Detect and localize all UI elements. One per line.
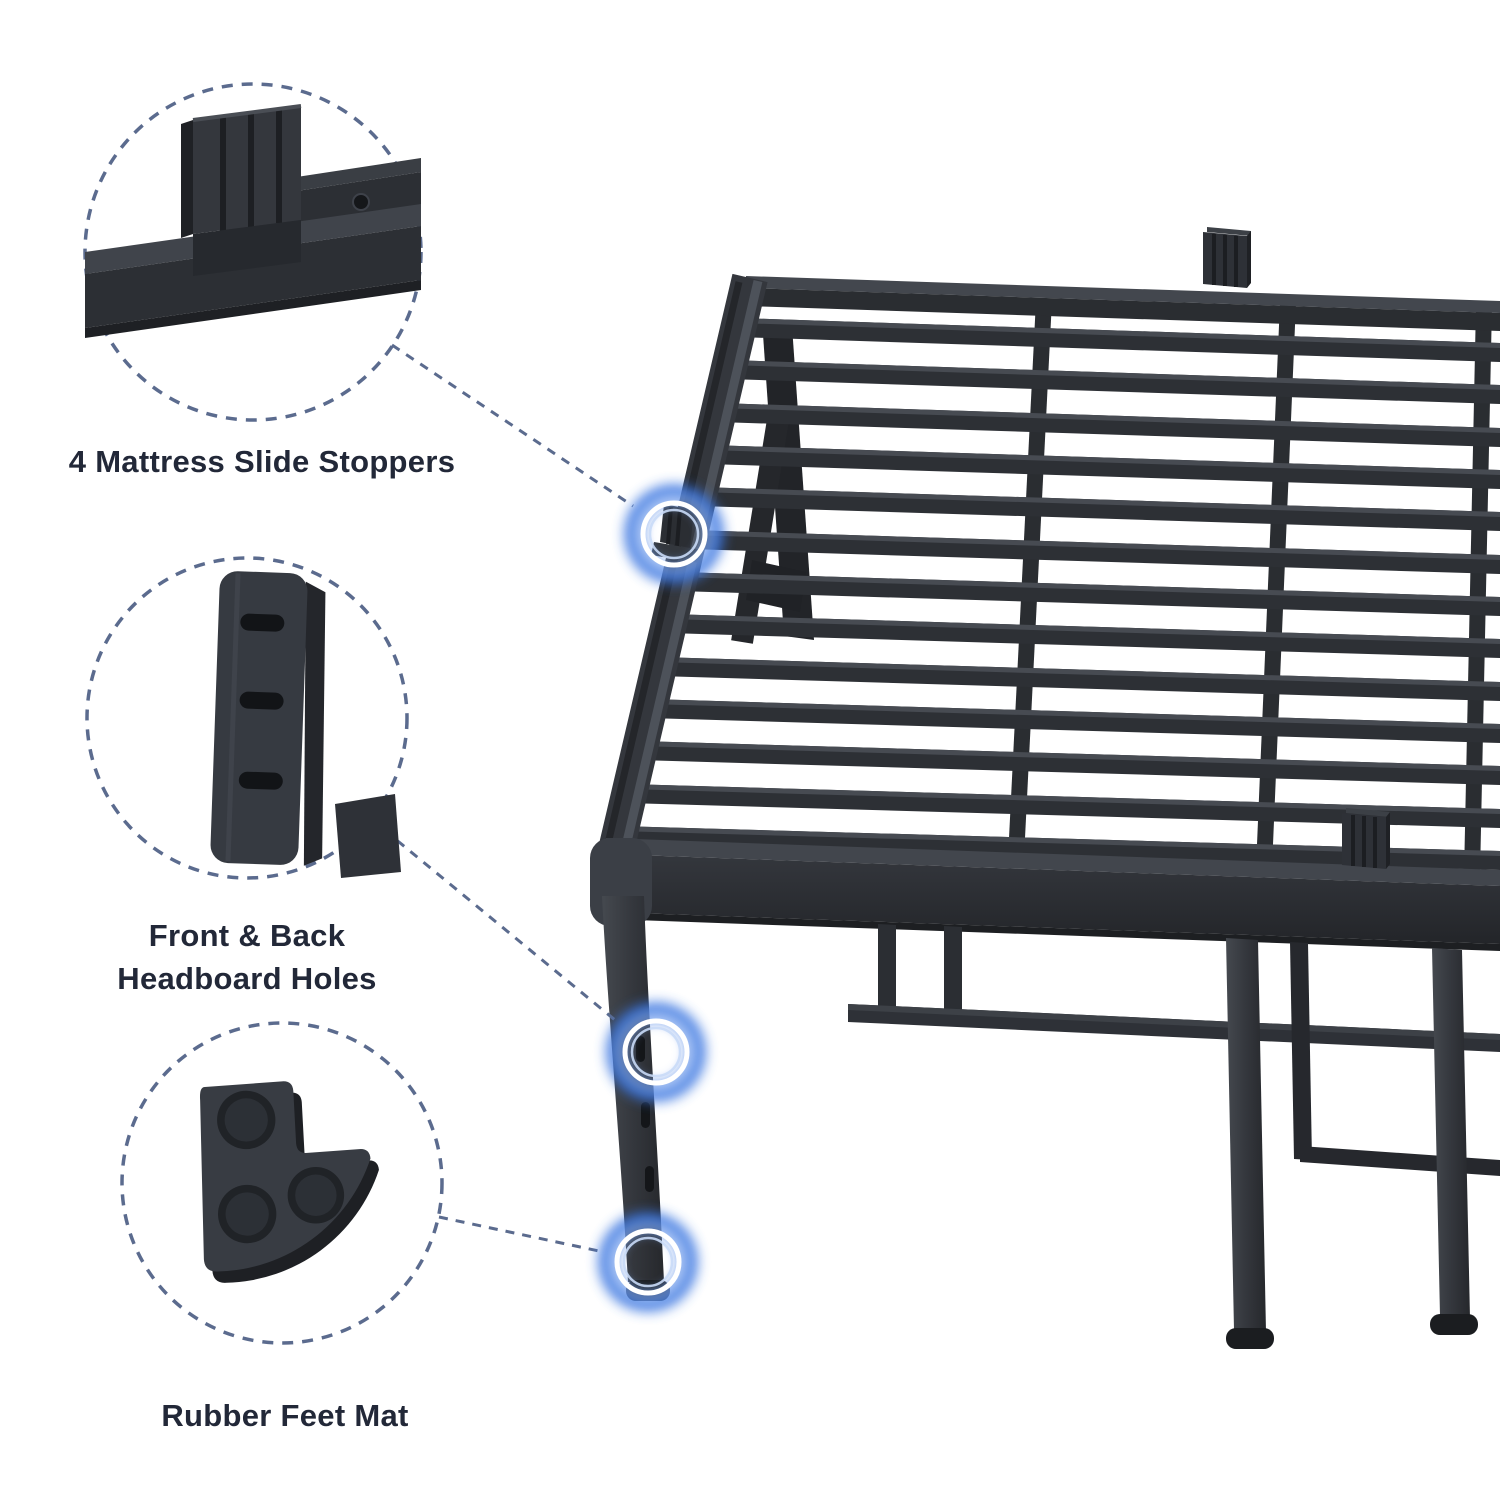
callout-slide-stoppers bbox=[85, 84, 421, 420]
label-slide-stoppers: 4 Mattress Slide Stoppers bbox=[32, 440, 492, 483]
callout-headboard-holes bbox=[87, 558, 407, 878]
mattress-slats bbox=[618, 318, 1500, 870]
label-slide-stoppers-text: 4 Mattress Slide Stoppers bbox=[68, 444, 456, 479]
base-support-structure bbox=[848, 924, 1500, 1349]
slide-stopper-front bbox=[1342, 808, 1390, 869]
bracket-slot bbox=[238, 771, 283, 790]
highlight-ring-slide-stopper bbox=[624, 484, 724, 584]
label-headboard-line2: Headboard Holes bbox=[117, 961, 377, 997]
label-headboard-line1: Front & Back bbox=[148, 918, 346, 953]
back-rail bbox=[746, 276, 1500, 331]
screw-icon bbox=[352, 193, 370, 211]
slide-stopper-bracket-icon bbox=[85, 104, 421, 338]
callout-circle-rubber-feet bbox=[120, 1021, 444, 1345]
callout-rubber-feet bbox=[122, 1023, 442, 1343]
callout-circle-headboard-holes bbox=[85, 556, 409, 880]
bed-frame bbox=[590, 227, 1500, 1349]
headboard-bracket-plate-icon bbox=[210, 571, 401, 878]
label-rubber-feet-text: Rubber Feet Mat bbox=[161, 1398, 409, 1433]
highlight-ring-rubber-foot bbox=[598, 1212, 698, 1312]
connector-line-rubber-feet bbox=[438, 1215, 600, 1253]
label-rubber-feet: Rubber Feet Mat bbox=[65, 1394, 505, 1437]
highlight-ring-headboard-holes bbox=[606, 1002, 706, 1102]
headboard-hole bbox=[641, 1102, 650, 1128]
headboard-hole bbox=[645, 1166, 654, 1192]
slide-stopper-back bbox=[1203, 227, 1251, 288]
headboard-hole bbox=[636, 1036, 645, 1062]
bracket-slot bbox=[240, 613, 285, 632]
rubber-foot-pad-icon bbox=[199, 1081, 379, 1283]
foot-cups bbox=[217, 1090, 345, 1244]
connector-line-headboard-holes bbox=[370, 817, 616, 1022]
bracket-slot bbox=[239, 691, 284, 710]
connector-line-slide-stoppers bbox=[391, 343, 634, 508]
front-rail-apron bbox=[606, 838, 1500, 951]
slide-stopper-left bbox=[651, 504, 702, 563]
label-headboard-holes: Front & Back Headboard Holes bbox=[27, 914, 467, 1001]
